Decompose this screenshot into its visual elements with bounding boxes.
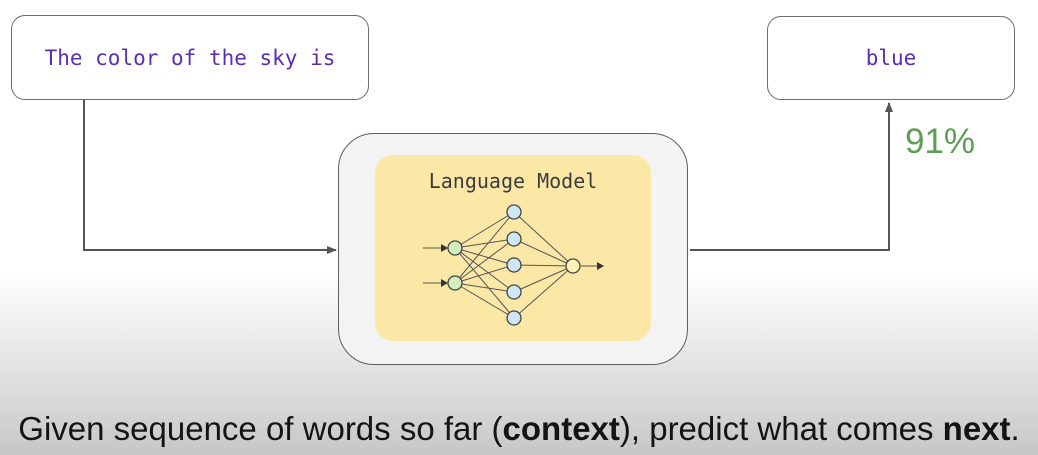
caption-context-keyword: context (502, 410, 620, 447)
prediction-output-box: blue (767, 16, 1015, 100)
context-text: The color of the sky is (44, 45, 336, 70)
input-node (447, 275, 463, 291)
model-to-output-arrow (690, 102, 893, 251)
input-arrow-icon (441, 244, 448, 252)
output-arrow-icon (597, 262, 604, 270)
prediction-probability: 91% (905, 122, 976, 161)
prediction-text: blue (865, 46, 917, 70)
input-node (447, 240, 463, 256)
hidden-node (506, 310, 522, 326)
input-arrow-icon (441, 279, 448, 287)
context-input-box: The color of the sky is (11, 15, 369, 100)
caption-part-2: ), predict what comes (619, 410, 943, 447)
caption-part-1: Given sequence of words so far ( (18, 410, 503, 447)
hidden-node (506, 257, 522, 273)
output-node (565, 258, 581, 274)
caption-next-keyword: next (942, 410, 1011, 447)
hidden-node (506, 231, 522, 247)
caption: Given sequence of words so far (context)… (0, 410, 1038, 448)
caption-part-3: . (1010, 410, 1020, 447)
hidden-node (506, 284, 522, 300)
context-to-model-arrow (83, 100, 337, 254)
language-model-title: Language Model (428, 169, 598, 193)
hidden-node (506, 204, 522, 220)
language-model-panel (375, 155, 651, 341)
